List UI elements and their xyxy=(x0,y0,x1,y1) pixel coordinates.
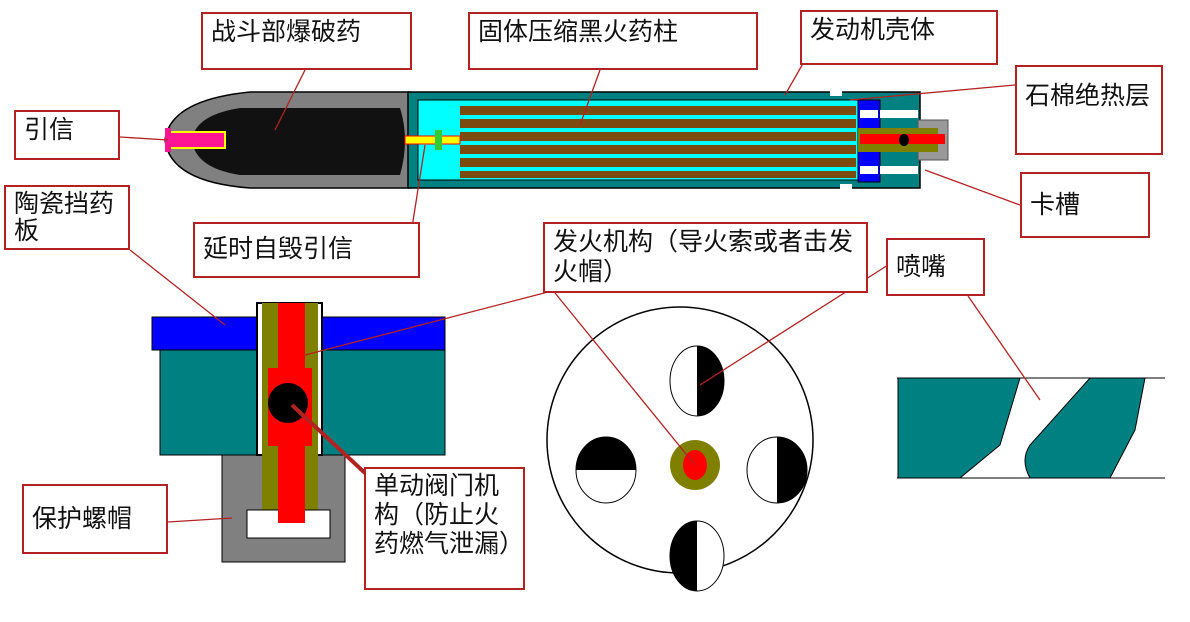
nozzle-profile xyxy=(897,377,1165,479)
label-asbestos-insulation: 石棉绝热层 xyxy=(1015,65,1163,155)
delay-fuze xyxy=(404,135,461,145)
nozzle-end-view xyxy=(546,306,814,592)
powder-grains xyxy=(460,106,856,178)
label-delay-self-destruct-fuze: 延时自毁引信 xyxy=(193,222,420,278)
label-ignition-mechanism: 发火机构（导火索或者击发火帽） xyxy=(543,222,868,293)
label-solid-powder-grain: 固体压缩黑火药柱 xyxy=(468,12,758,70)
label-nozzle: 喷嘴 xyxy=(886,238,985,296)
fuze-body xyxy=(169,131,226,149)
rocket-side-view xyxy=(164,90,949,190)
valve-cross-section xyxy=(151,302,446,563)
label-motor-casing: 发动机壳体 xyxy=(800,10,998,65)
label-fuze: 引信 xyxy=(14,110,120,160)
nozzle-ports xyxy=(575,345,808,592)
label-warhead-explosive: 战斗部爆破药 xyxy=(201,12,412,70)
label-ceramic-retainer-plate: 陶瓷挡药板 xyxy=(4,185,130,250)
label-groove: 卡槽 xyxy=(1020,172,1150,238)
warhead-explosive-fill xyxy=(192,108,405,175)
label-check-valve: 单动阀门机构（防止火药燃气泄漏） xyxy=(364,467,525,590)
label-protective-cap: 保护螺帽 xyxy=(22,484,168,554)
